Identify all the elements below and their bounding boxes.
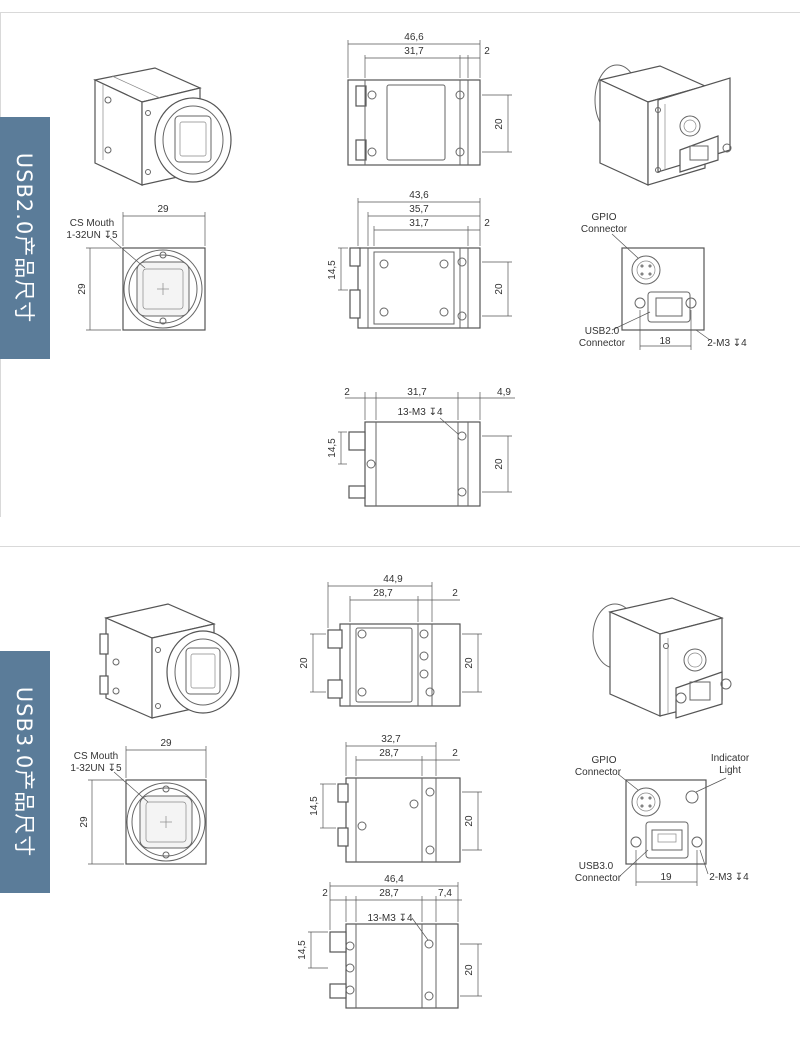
usb3-back-spacing-dim: 19 [660, 872, 672, 883]
usb3-bottom-overall-dim: 46,4 [384, 874, 404, 885]
usb3-usb-label-2: Connector [575, 873, 622, 884]
usb2-bottom-view: 2 31,7 4,9 13-M3 ↧4 14,5 20 [327, 387, 515, 507]
usb3-section: USB3.0产品尺寸 [0, 546, 800, 1040]
usb2-mount-label-1: CS Mouth [70, 218, 114, 229]
usb2-side-overall-dim: 43,6 [409, 190, 429, 201]
usb3-usb-label-1: USB3.0 [579, 861, 614, 872]
usb3-bottom-height-dim: 20 [464, 964, 475, 976]
usb2-bottom-rear-dim: 4,9 [497, 387, 511, 398]
usb2-top-overall-dim: 46,6 [404, 32, 424, 43]
usb3-indicator-label-2: Light [719, 765, 741, 776]
usb2-back-spacing-dim: 18 [659, 336, 671, 347]
usb3-front-view: 29 29 CS Mouth 1-32UN ↧5 [70, 738, 207, 865]
usb3-top-left-height-dim: 20 [299, 657, 310, 669]
usb2-bottom-height-dim: 20 [494, 458, 505, 470]
usb3-gpio-label-2: Connector [575, 767, 622, 778]
usb2-front-height-dim: 29 [77, 283, 88, 295]
usb3-bottom-left-height-dim: 14,5 [297, 940, 308, 960]
usb2-gpio-label-1: GPIO [591, 212, 616, 223]
usb3-iso-front-view [99, 603, 240, 719]
usb3-front-width-dim: 29 [160, 738, 172, 749]
usb2-iso-back-view [594, 64, 732, 186]
usb2-drawings: 46,6 31,7 2 20 [66, 32, 747, 507]
usb2-section: USB2.0产品尺寸 [0, 12, 800, 517]
usb2-side-mid-dim: 35,7 [409, 204, 429, 215]
usb2-side-view: 43,6 35,7 31,7 2 14,5 20 [327, 190, 512, 329]
usb2-top-body-dim: 31,7 [404, 46, 424, 57]
usb2-top-view: 46,6 31,7 2 20 [347, 32, 512, 166]
usb3-mount-label-2: 1-32UN ↧5 [70, 763, 122, 774]
usb2-front-view: 29 29 CS Mouth 1-32UN ↧5 [66, 204, 206, 331]
usb3-bottom-front-dim: 2 [322, 888, 328, 899]
usb3-gpio-label-1: GPIO [591, 755, 616, 766]
usb3-bottom-view: 46,4 2 28,7 7,4 13-M3 ↧4 14,5 20 [297, 874, 482, 1009]
usb2-iso-front-view [93, 67, 232, 186]
usb2-side-height-dim: 20 [494, 283, 505, 295]
usb3-side-overall-dim: 32,7 [381, 734, 401, 745]
usb3-indicator-label-1: Indicator [711, 753, 750, 764]
usb3-side-view: 32,7 28,7 2 14,5 20 [309, 734, 482, 863]
usb3-side-body-dim: 28,7 [379, 748, 399, 759]
usb3-back-holes-label: 2-M3 ↧4 [709, 872, 749, 883]
usb2-front-width-dim: 29 [157, 204, 169, 215]
usb2-gpio-label-2: Connector [581, 224, 628, 235]
usb3-bottom-rear-dim: 7,4 [438, 888, 452, 899]
usb3-top-height-dim: 20 [464, 657, 475, 669]
usb2-usb-label-2: Connector [579, 338, 626, 349]
usb2-back-view: GPIO Connector USB2.0 Connector 18 2-M3 … [579, 212, 747, 350]
usb2-mount-label-2: 1-32UN ↧5 [66, 230, 118, 241]
usb2-side-left-height-dim: 14,5 [327, 260, 338, 280]
usb3-section-tab: USB3.0产品尺寸 [0, 651, 50, 893]
usb3-iso-back-view [592, 597, 732, 719]
usb3-top-view: 44,9 28,7 2 20 20 [299, 574, 482, 707]
usb3-side-rear-dim: 2 [452, 748, 458, 759]
section-top-border [0, 12, 800, 13]
usb2-section-tab: USB2.0产品尺寸 [0, 117, 50, 359]
usb3-bottom-body-dim: 28,7 [379, 888, 399, 899]
usb3-bottom-holes-label: 13-M3 ↧4 [367, 913, 413, 924]
usb2-bottom-body-dim: 31,7 [407, 387, 427, 398]
usb2-bottom-left-height-dim: 14,5 [327, 438, 338, 458]
usb2-side-rear-dim: 2 [484, 218, 490, 229]
usb2-top-height-dim: 20 [494, 118, 505, 130]
usb2-usb-label-1: USB2.0 [585, 326, 620, 337]
usb2-bottom-front-dim: 2 [344, 387, 350, 398]
usb3-top-body-dim: 28,7 [373, 588, 393, 599]
usb3-drawings: 44,9 28,7 2 20 20 [70, 574, 750, 1009]
usb2-bottom-holes-label: 13-M3 ↧4 [397, 407, 443, 418]
usb2-top-rear-dim: 2 [484, 46, 490, 57]
usb3-back-view: GPIO Connector Indicator Light USB3.0 Co… [575, 753, 750, 886]
usb3-mount-label-1: CS Mouth [74, 751, 118, 762]
usb3-side-height-dim: 20 [464, 815, 475, 827]
usb3-top-overall-dim: 44,9 [383, 574, 403, 585]
usb2-side-body-dim: 31,7 [409, 218, 429, 229]
usb3-side-left-height-dim: 14,5 [309, 796, 320, 816]
usb3-top-rear-dim: 2 [452, 588, 458, 599]
usb2-back-holes-label: 2-M3 ↧4 [707, 338, 747, 349]
section-top-border [0, 546, 800, 547]
usb3-front-height-dim: 29 [79, 816, 90, 828]
